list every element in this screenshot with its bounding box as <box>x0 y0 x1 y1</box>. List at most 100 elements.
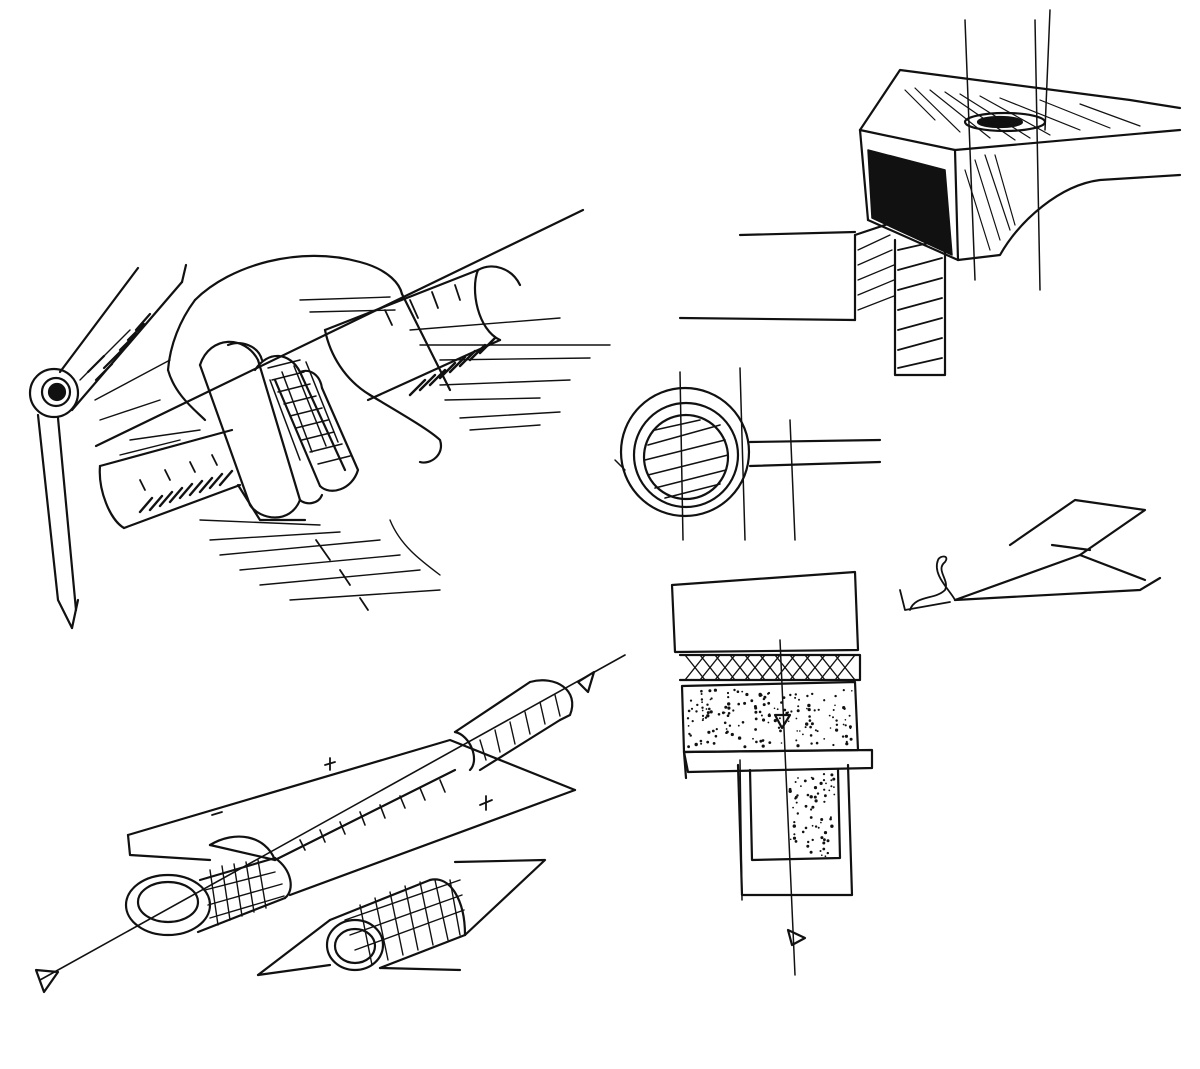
stipple-dot <box>834 694 837 698</box>
stipple-dot <box>792 806 794 809</box>
stipple-dot <box>776 708 779 711</box>
stipple-dot <box>820 836 824 840</box>
stipple-dot <box>810 722 814 726</box>
stipple-dot <box>762 697 766 701</box>
stipple-dot <box>817 708 820 711</box>
stipple-dot <box>825 782 827 785</box>
stipple-dot <box>777 726 781 729</box>
stipple-dot <box>794 795 798 799</box>
stipple-dot <box>780 742 783 744</box>
stipple-dot <box>754 717 758 721</box>
stipple-dot <box>796 744 800 748</box>
stipple-dot <box>806 844 810 848</box>
stipple-dot <box>793 821 796 824</box>
stipple-dot <box>710 697 713 700</box>
stipple-dot <box>794 693 797 696</box>
stipple-dot <box>725 728 728 730</box>
stipple-dot <box>688 732 691 736</box>
stipple-dot <box>842 723 845 726</box>
stipple-dot <box>842 689 845 692</box>
stipple-dot <box>689 699 693 702</box>
stipple-dot <box>809 795 813 799</box>
stipple-dot <box>794 696 797 699</box>
stipple-dot <box>814 825 818 828</box>
stipple-dot <box>829 727 832 729</box>
stipple-dot <box>823 699 826 702</box>
stipple-dot <box>806 793 810 797</box>
stipple-dot <box>762 703 766 707</box>
stipple-dot <box>814 799 818 803</box>
stipple-dot <box>823 738 826 740</box>
stipple-dot <box>816 730 819 733</box>
stipple-dot <box>797 777 799 779</box>
stipple-dot <box>700 693 703 695</box>
stipple-dot <box>809 725 812 729</box>
stipple-dot <box>801 830 805 834</box>
stipple-dot <box>811 805 815 809</box>
stipple-dot <box>788 789 792 793</box>
stipple-dot <box>701 719 704 722</box>
stipple-dot <box>832 709 835 711</box>
stipple-dot <box>754 706 758 710</box>
stipple-dot <box>767 701 771 705</box>
stipple-dot <box>745 692 749 697</box>
stipple-dot <box>851 690 853 692</box>
stipple-dot <box>848 725 852 729</box>
stipple-dot <box>701 706 704 709</box>
stipple-dot <box>800 785 802 787</box>
stipple-dot <box>844 724 847 727</box>
stipple-dot <box>743 745 747 749</box>
stipple-dot <box>795 739 798 742</box>
stipple-dot <box>686 717 690 720</box>
stipple-dot <box>727 702 731 706</box>
stipple-dot <box>760 714 763 717</box>
stipple-dot <box>795 801 798 804</box>
stipple-dot <box>808 719 812 722</box>
stipple-dot <box>810 776 813 779</box>
stipple-dot <box>817 826 820 829</box>
stipple-dot <box>750 699 754 703</box>
stipple-dot <box>790 710 793 713</box>
stipple-dot <box>773 707 776 710</box>
stipple-dot <box>724 706 727 709</box>
stipple-dot <box>761 744 765 748</box>
stipple-dot <box>714 734 718 738</box>
stipple-dot <box>848 714 851 717</box>
stipple-dot <box>700 698 704 701</box>
stipple-dot <box>726 730 729 734</box>
stipple-dot <box>815 741 819 745</box>
stipple-dot <box>822 847 826 851</box>
stipple-dot <box>833 793 836 796</box>
stipple-dot <box>762 739 765 742</box>
stipple-dot <box>758 710 762 714</box>
stipple-dot <box>849 737 853 741</box>
stipple-dot <box>805 722 809 726</box>
stipple-dot <box>823 831 828 835</box>
stipple-dot <box>706 703 709 706</box>
stipple-dot <box>700 689 703 693</box>
stipple-dot <box>690 707 694 710</box>
stipple-dot <box>702 717 704 720</box>
stipple-dot <box>819 781 823 786</box>
stipple-dot <box>793 833 796 836</box>
stipple-dot <box>794 781 797 783</box>
stipple-dot <box>736 690 740 693</box>
stipple-dot <box>706 714 710 718</box>
stipple-dot <box>755 740 758 744</box>
stipple-dot <box>687 745 690 749</box>
stipple-dot <box>830 785 833 788</box>
stipple-dot <box>779 729 782 733</box>
stipple-dot <box>830 824 834 828</box>
knuckle-hinge-tubes-sketch <box>34 654 626 994</box>
stipple-dot <box>809 850 813 854</box>
stipple-dot <box>713 688 718 692</box>
rail-bracket-block-sketch <box>678 9 1182 377</box>
stipple-dot <box>833 786 835 788</box>
stipple-dot <box>797 705 800 708</box>
stipple-dot <box>795 717 798 720</box>
stipple-dot <box>752 737 754 740</box>
stipple-dot <box>796 709 800 713</box>
stipple-dot <box>835 723 839 726</box>
stipple-dot <box>695 710 698 713</box>
stipple-dot <box>829 816 832 819</box>
